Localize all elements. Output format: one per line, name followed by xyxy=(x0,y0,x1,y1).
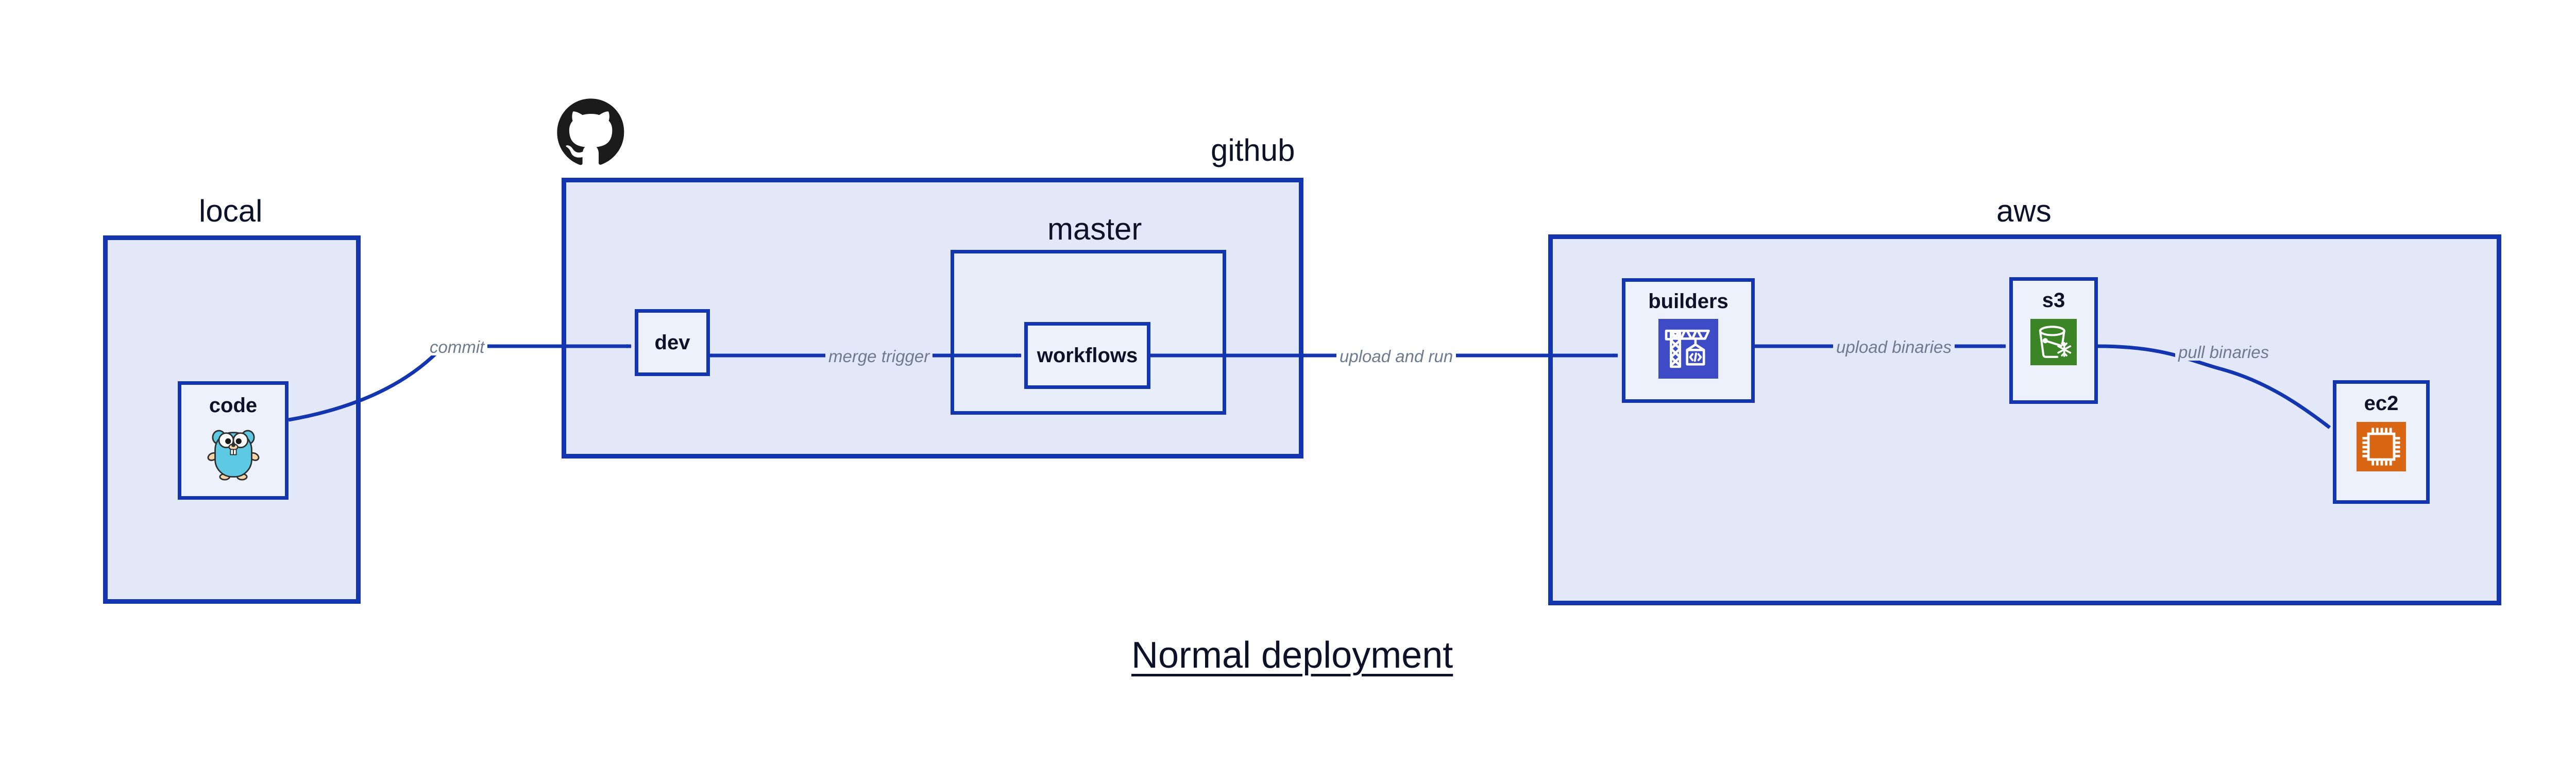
group-label-github: github xyxy=(1211,133,1295,167)
aws-ec2-chip-icon xyxy=(2357,422,2406,471)
edge-label-upload-binaries: upload binaries xyxy=(1833,338,1955,355)
node-builders[interactable]: builders xyxy=(1622,278,1755,403)
node-label-builders: builders xyxy=(1648,290,1728,313)
node-label-ec2: ec2 xyxy=(2364,392,2399,415)
node-s3[interactable]: s3 xyxy=(2009,277,2098,404)
node-label-dev: dev xyxy=(654,331,690,354)
diagram-title: Normal deployment xyxy=(1131,635,1453,676)
aws-s3-bucket-icon xyxy=(2030,319,2077,365)
node-dev[interactable]: dev xyxy=(635,309,710,376)
edge-label-upload-and-run: upload and run xyxy=(1336,348,1456,365)
node-label-workflows: workflows xyxy=(1037,344,1138,367)
github-octocat-icon xyxy=(557,98,624,165)
node-workflows[interactable]: workflows xyxy=(1024,322,1150,389)
edge-label-merge-trigger: merge trigger xyxy=(825,348,933,365)
group-label-local: local xyxy=(199,194,263,228)
node-label-s3: s3 xyxy=(2042,289,2065,312)
edge-label-commit: commit xyxy=(427,338,488,355)
go-gopher-icon xyxy=(207,430,259,481)
aws-codebuild-icon xyxy=(1658,319,1718,379)
node-label-code: code xyxy=(209,394,258,417)
group-label-master: master xyxy=(1047,212,1142,246)
node-ec2[interactable]: ec2 xyxy=(2333,380,2430,504)
edge-label-pull-binaries: pull binaries xyxy=(2175,344,2273,361)
node-code[interactable]: code xyxy=(178,381,289,500)
group-label-aws: aws xyxy=(1996,194,2052,228)
